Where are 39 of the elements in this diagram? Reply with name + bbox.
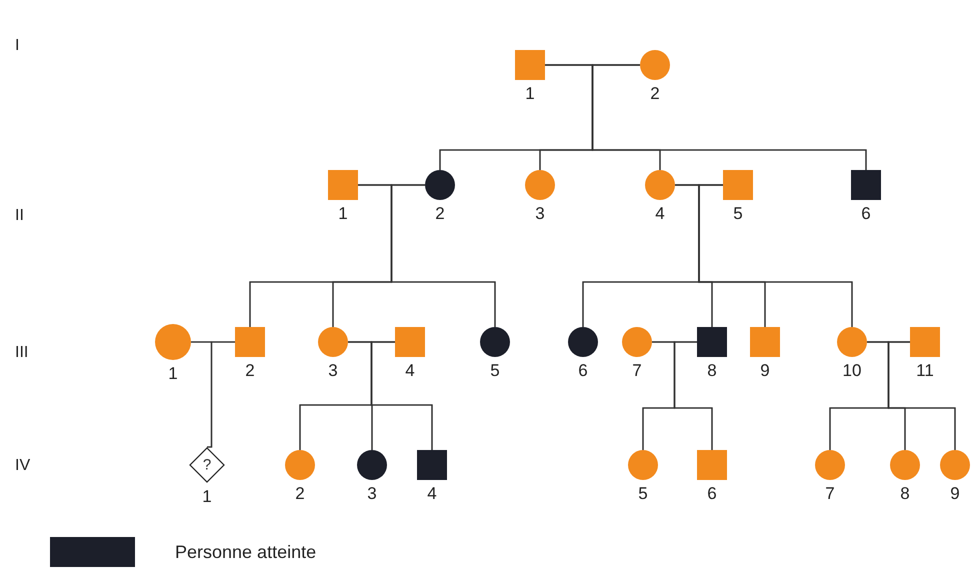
individual-number: 6 [707, 485, 717, 502]
individual-number: 1 [202, 488, 212, 505]
individual-number: 8 [707, 362, 717, 379]
individual-number: 7 [632, 362, 642, 379]
individual-number: 5 [733, 205, 743, 222]
individual-number: 4 [655, 205, 665, 222]
individual-number: 6 [578, 362, 588, 379]
descent-line [207, 341, 235, 448]
generation-label: I [15, 38, 20, 54]
question-mark: ? [202, 458, 212, 472]
individual-number: 2 [295, 485, 305, 502]
individual-number: 5 [490, 362, 500, 379]
individual-number: 6 [861, 205, 871, 222]
individual-number: 10 [842, 362, 862, 379]
descent-line [390, 184, 496, 327]
individual-number: 2 [435, 205, 445, 222]
generation-label: II [15, 208, 24, 224]
individual-number: 1 [338, 205, 348, 222]
individual-number: 5 [638, 485, 648, 502]
individual-number: 8 [900, 485, 910, 502]
individual-number: 3 [535, 205, 545, 222]
individual-number: 4 [405, 362, 415, 379]
individual-number: 2 [245, 362, 255, 379]
individual-number: 4 [427, 485, 437, 502]
descent-line [370, 341, 433, 450]
individual-number: 9 [760, 362, 770, 379]
descent-line [674, 341, 713, 450]
generation-label: III [15, 345, 28, 361]
individual-number: 2 [650, 85, 660, 102]
individual-number: 11 [916, 362, 934, 379]
individual-number: 3 [367, 485, 377, 502]
legend-text: Personne atteinte [175, 543, 316, 561]
individual-number: 1 [525, 85, 535, 102]
individual-number: 3 [328, 362, 338, 379]
individual-number: 1 [168, 365, 178, 382]
descent-line [888, 341, 956, 450]
individual-number: 9 [950, 485, 960, 502]
individual-number: 7 [825, 485, 835, 502]
generation-label: IV [15, 458, 30, 474]
